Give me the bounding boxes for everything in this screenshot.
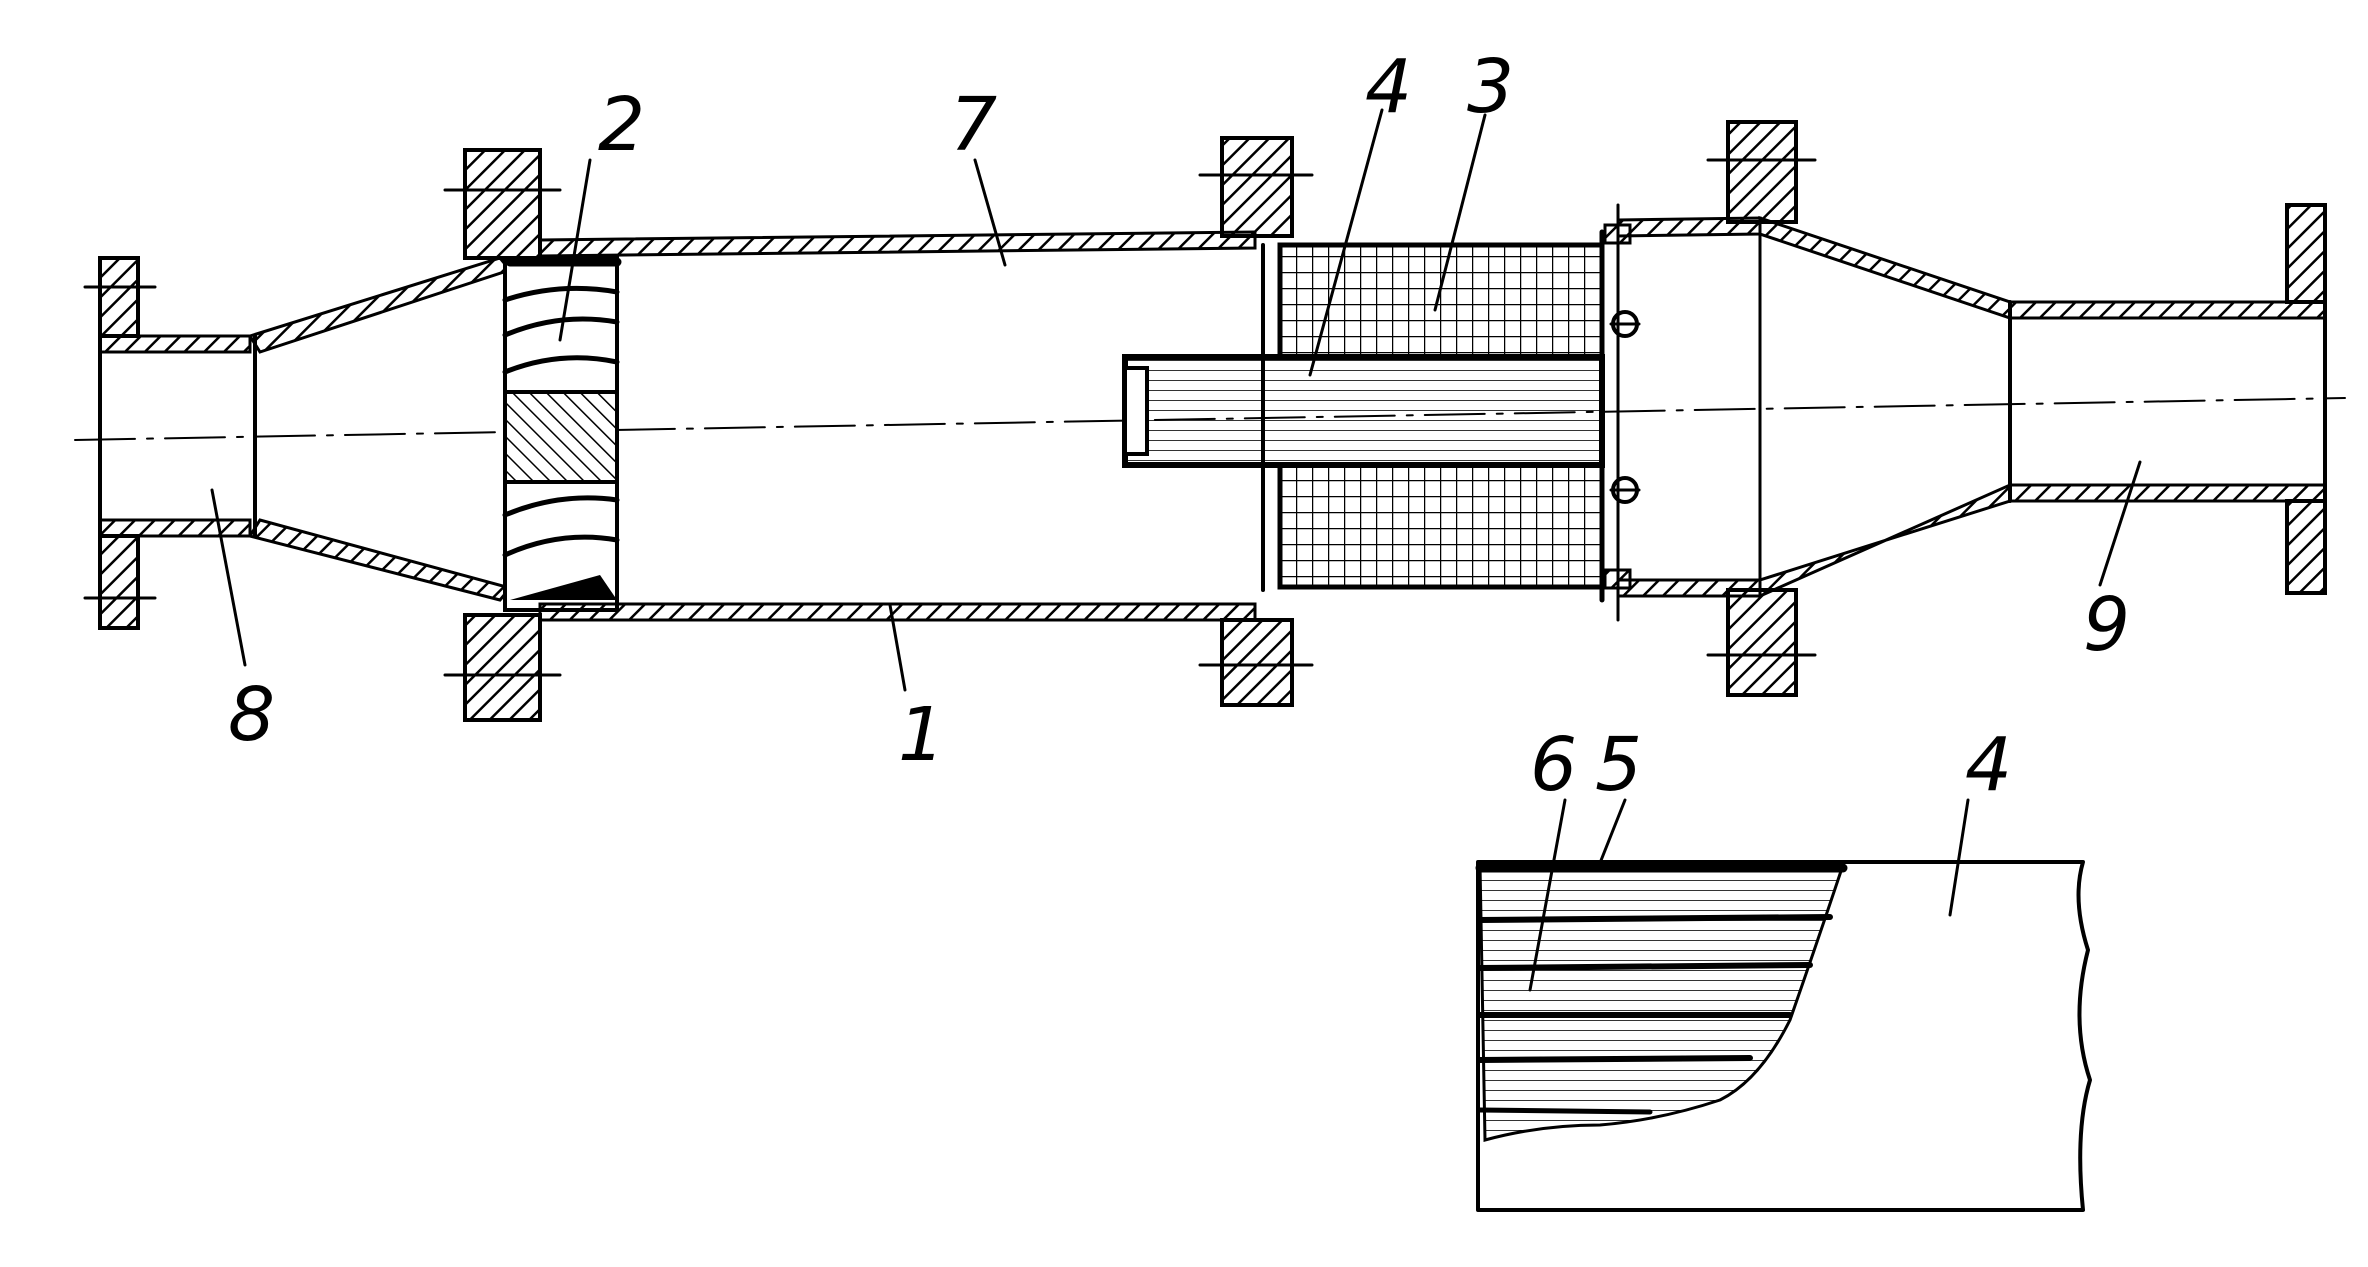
callout-housing: 1 bbox=[898, 692, 945, 778]
detail-callout-cartridge: 4 bbox=[1965, 722, 2012, 808]
cartridge bbox=[1122, 354, 1605, 468]
inlet-flange-bottom bbox=[98, 534, 140, 630]
outlet-pipe bbox=[2008, 203, 2327, 595]
outlet-flange-bottom bbox=[2285, 499, 2327, 595]
detail-callout-layer-6: 6 bbox=[1530, 722, 1577, 808]
leader-lines bbox=[210, 108, 2142, 692]
callout-swirler: 2 bbox=[598, 82, 645, 168]
inlet-cone bbox=[247, 256, 513, 602]
mesh-filter bbox=[1261, 229, 1605, 603]
flange-left bbox=[443, 148, 562, 722]
detail-cutaway bbox=[1478, 863, 1846, 1142]
callout-chamber: 7 bbox=[950, 82, 997, 168]
flange-right bbox=[1706, 120, 1817, 697]
detail-view: 6 5 4 bbox=[1475, 722, 2092, 1212]
inlet-pipe bbox=[83, 256, 257, 630]
callout-inlet: 8 bbox=[228, 672, 275, 758]
callout-cartridge: 4 bbox=[1365, 44, 1412, 130]
housing bbox=[538, 230, 1257, 622]
inlet-flange-top bbox=[98, 256, 140, 338]
callout-outlet: 9 bbox=[2083, 582, 2130, 668]
flange-middle bbox=[1198, 136, 1314, 707]
swirler bbox=[502, 256, 622, 612]
rear-section bbox=[1603, 203, 1762, 622]
detail-callout-layer-5: 5 bbox=[1595, 722, 1642, 808]
callout-mesh-filter: 3 bbox=[1467, 44, 1514, 130]
outlet-flange-top bbox=[2285, 203, 2327, 304]
